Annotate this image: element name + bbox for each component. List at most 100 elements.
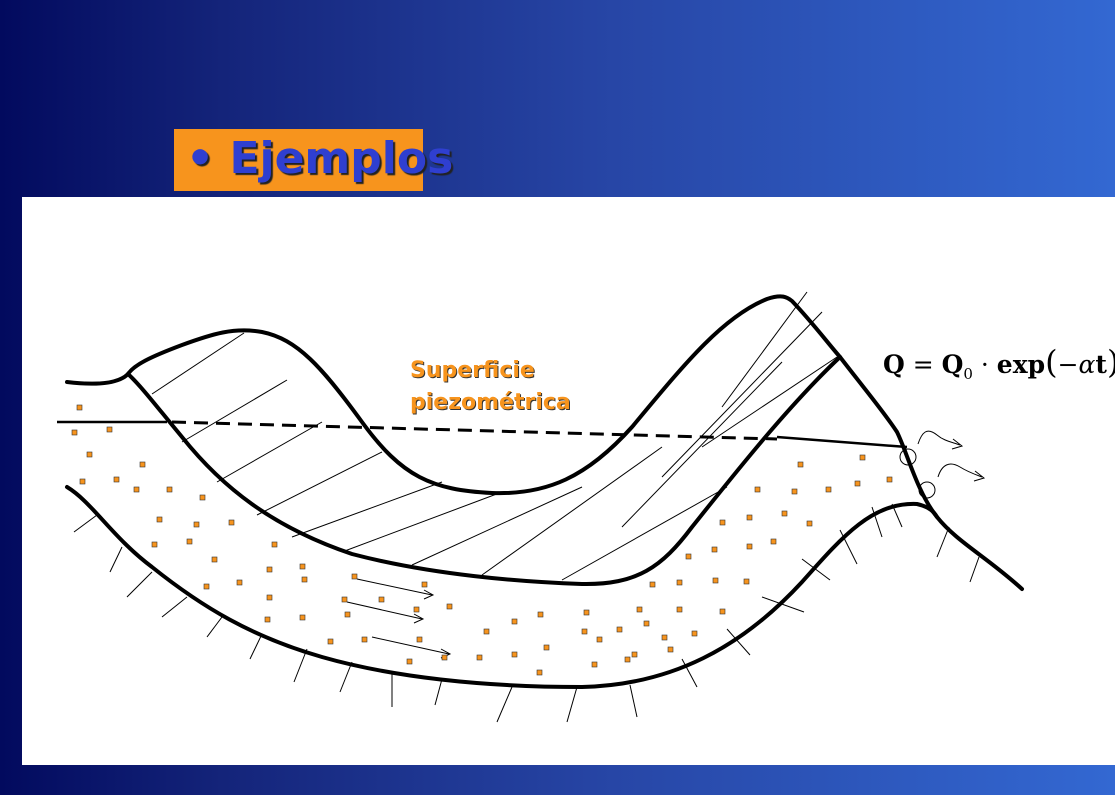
grain [133,486,140,493]
flow-arrows [346,578,452,659]
piezometric-surface [171,420,778,441]
grain [71,429,78,436]
grain [624,656,631,663]
formula-alpha: α [1078,350,1096,379]
grain [113,476,120,483]
formula-lparen: ( [1045,343,1058,381]
grain [825,486,832,493]
grain [537,611,544,618]
grain [236,579,243,586]
grain [151,541,158,548]
grain [543,644,550,651]
grain [79,478,86,485]
grain [854,480,861,487]
grain [351,573,358,580]
aquifer-grains [71,404,893,676]
grain [406,658,413,665]
grain [596,636,603,643]
grain [344,611,351,618]
grain [139,461,146,468]
grain [770,538,777,545]
aquifer-base [65,485,939,689]
grain [361,636,368,643]
grain [667,646,674,653]
grain [341,596,348,603]
label-text: Superficie piezométrica [410,358,571,415]
grain [301,576,308,583]
grain [203,583,210,590]
grain [299,563,306,570]
formula-minus: − [1057,350,1079,379]
formula-t: t [1095,350,1107,379]
formula-exp: exp [996,350,1046,379]
spring-flow-arrow-lower [937,463,983,478]
discharge-formula: Q = Q0 · exp(−αt) [883,343,1115,383]
grain [186,538,193,545]
grain [483,628,490,635]
grain [327,638,334,645]
grain [416,636,423,643]
title-box: • Ejemplos [174,129,453,191]
grain [616,626,623,633]
aquifer-diagram [57,291,1024,723]
upper-layer-base [126,355,842,587]
grain [536,669,543,676]
spring-arrowhead-lower [973,470,986,482]
grain [806,520,813,527]
diagram-panel: Superficie piezométrica Q = Q0 · exp(−αt… [22,197,1115,765]
grain [859,454,866,461]
upper-layer-top [126,294,842,496]
formula-q: Q [883,350,905,379]
grain [886,476,893,483]
grain [441,654,448,661]
grain [264,616,271,623]
grain [661,634,668,641]
grain [511,651,518,658]
grain [791,488,798,495]
ground-left [65,372,130,386]
grain [299,614,306,621]
grain [743,578,750,585]
formula-rparen: ) [1107,343,1115,381]
slide-title: • Ejemplos [186,133,454,184]
grain [719,519,726,526]
grain [711,546,718,553]
grain [421,581,428,588]
grain [166,486,173,493]
grain [511,618,518,625]
grain [266,594,273,601]
grain [193,521,200,528]
piezometric-surface-label: Superficie piezométrica [410,355,590,419]
grain [649,581,656,588]
grain [691,630,698,637]
grain [476,654,483,661]
grain [266,566,273,573]
grain [712,577,719,584]
bedrock-ticks [73,503,980,723]
spring-flow-arrow-upper [917,430,961,446]
formula-dot: · [972,350,997,379]
grain [631,651,638,658]
hatching [151,291,838,581]
grain [685,553,692,560]
grain [746,543,753,550]
grain [413,606,420,613]
grain [211,556,218,563]
grain [86,451,93,458]
formula-q0: Q [941,350,964,379]
slope-right [838,355,1024,591]
grain [583,609,590,616]
grain [781,510,788,517]
spring-arrowhead-upper [951,438,964,450]
grain [676,606,683,613]
spring-circle-upper [899,448,917,466]
grain [156,516,163,523]
water-table-solid-right [776,435,908,449]
grain [581,628,588,635]
grain [378,596,385,603]
grain [797,461,804,468]
grain [636,606,643,613]
grain [106,426,113,433]
grain [746,514,753,521]
grain [754,486,761,493]
